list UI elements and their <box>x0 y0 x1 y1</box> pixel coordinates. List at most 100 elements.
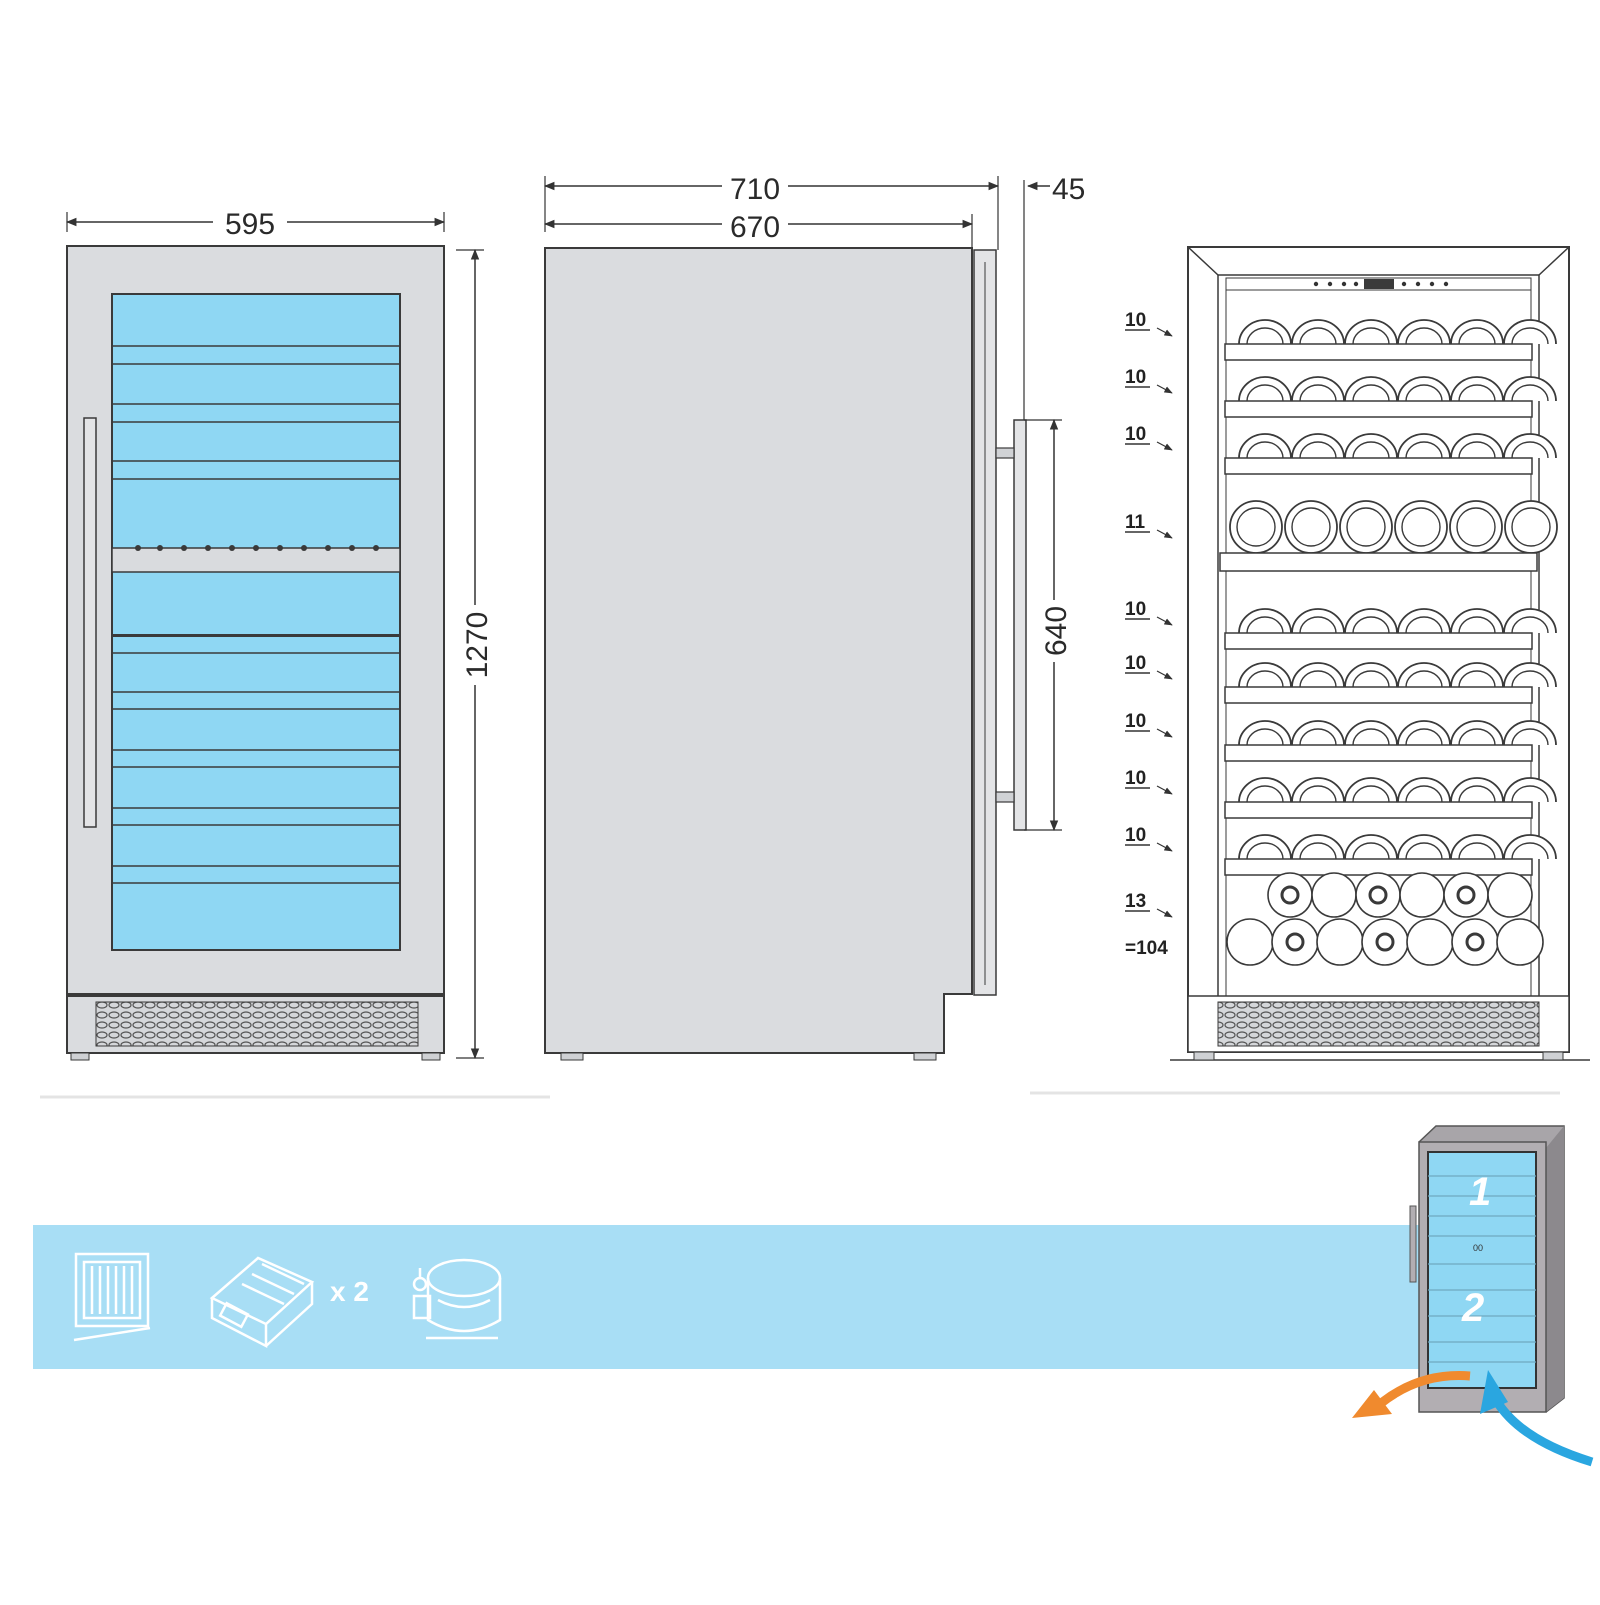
bottle-icon <box>1229 500 1283 554</box>
interior-control-panel <box>1225 277 1532 291</box>
bottle-icon <box>1450 376 1504 402</box>
bottle-icon <box>1291 662 1345 688</box>
bottle-icon <box>1443 872 1489 918</box>
bottle-icon <box>1238 834 1292 860</box>
bottle-icon <box>1238 433 1292 459</box>
bottle-icon <box>1344 834 1398 860</box>
bottle-icon <box>1238 720 1292 746</box>
side-door-label: 45 <box>1052 173 1085 206</box>
bottle-icon <box>1450 834 1504 860</box>
front-shelf-lines <box>112 345 400 884</box>
interior-total-label: =104 <box>1125 938 1168 959</box>
shelf-count-label: 10 <box>1125 310 1146 331</box>
shelf-rail <box>1224 457 1533 475</box>
bottle-icon <box>1339 500 1393 554</box>
bottle-icon <box>1397 608 1451 634</box>
shelf-6 <box>1224 662 1557 704</box>
front-height-label: 1270 <box>461 612 494 679</box>
shelf-count-label: 10 <box>1125 825 1146 846</box>
bottle-icon <box>1291 720 1345 746</box>
zone-glass-panel <box>1427 1151 1537 1389</box>
shelf-rail <box>1224 744 1533 762</box>
front-divider-dots <box>135 545 379 551</box>
interior-zone-divider <box>1219 552 1538 572</box>
shelf-count-label: 11 <box>1125 512 1146 533</box>
side-depth-body-dimension: 670 <box>543 211 974 250</box>
bottle-icon <box>1399 872 1445 918</box>
bottle-icon <box>1397 376 1451 402</box>
front-width-dimension: 595 <box>65 208 446 241</box>
front-view: 595 <box>65 208 494 1061</box>
bottle-icon <box>1503 720 1557 746</box>
bottle-icon <box>1503 777 1557 803</box>
electronic-thermostat-icon <box>209 1256 315 1349</box>
side-depth-body-label: 670 <box>730 211 780 244</box>
front-foot-right <box>421 1052 441 1061</box>
bottle-icon <box>1238 376 1292 402</box>
bottle-icon <box>1397 433 1451 459</box>
shelf-10 <box>1226 872 1544 966</box>
zone-1-label: 1 <box>1469 1170 1491 1214</box>
bottle-icon <box>1238 662 1292 688</box>
side-foot-right <box>913 1052 937 1061</box>
bottle-icon <box>1397 777 1451 803</box>
bottle-icon <box>1496 918 1544 966</box>
shelf-rail <box>1224 343 1533 361</box>
shelf-count-label: 10 <box>1125 653 1146 674</box>
shelf-count-label: 10 <box>1125 424 1146 445</box>
bottle-icon <box>1344 662 1398 688</box>
side-door-dimension: 45 <box>1023 173 1085 420</box>
bottle-icon <box>1406 918 1454 966</box>
bottle-icon <box>1271 918 1319 966</box>
bottle-icon <box>1450 720 1504 746</box>
bottle-icon <box>1291 376 1345 402</box>
interior-shelves <box>1224 319 1558 966</box>
bottle-icon <box>1355 872 1401 918</box>
side-depth-total-dimension: 710 <box>543 173 1000 250</box>
bottle-icon <box>1450 608 1504 634</box>
bottle-icon <box>1238 608 1292 634</box>
front-zone-divider <box>111 547 401 573</box>
bottle-icon <box>1361 918 1409 966</box>
bottle-icon <box>1503 376 1557 402</box>
bottle-icon <box>1503 662 1557 688</box>
bottle-icon <box>1291 608 1345 634</box>
bottle-icon <box>1316 918 1364 966</box>
zone-2-label: 2 <box>1461 1286 1484 1330</box>
bottle-icon <box>1451 918 1499 966</box>
shelf-7 <box>1224 720 1557 762</box>
bottle-icon <box>1397 834 1451 860</box>
bottle-icon <box>1291 834 1345 860</box>
bottle-icon <box>1291 319 1345 345</box>
side-door-handle <box>995 419 1027 831</box>
shelf-count-label: 13 <box>1125 891 1146 912</box>
front-door-handle <box>83 417 97 828</box>
front-ventilation-grille <box>95 1001 419 1047</box>
shelf-count-label: 10 <box>1125 711 1146 732</box>
zone-divider-label: 00 <box>1473 1243 1483 1253</box>
bottle-icon <box>1487 872 1533 918</box>
bottle-icon <box>1226 918 1274 966</box>
shelf-4 <box>1229 500 1558 554</box>
airflow-in-arrow-icon <box>1480 1370 1594 1467</box>
side-handle-dimension: 640 <box>1024 418 1073 832</box>
bottle-icon <box>1397 662 1451 688</box>
bottle-icon <box>1284 500 1338 554</box>
bottle-icon <box>1238 777 1292 803</box>
bottle-icon <box>1450 662 1504 688</box>
bottle-icon <box>1311 872 1357 918</box>
ventilation-grille-icon <box>73 1252 151 1342</box>
bottle-icon <box>1344 608 1398 634</box>
bottle-icon <box>1344 720 1398 746</box>
display-screen-icon <box>1364 279 1394 289</box>
bottle-icon <box>1344 777 1398 803</box>
feature-band-background <box>33 1225 1433 1369</box>
shelf-rail <box>1224 801 1533 819</box>
front-glass-panel <box>111 293 401 951</box>
bottle-icon <box>1267 872 1313 918</box>
front-width-label: 595 <box>225 208 275 241</box>
shelf-rail <box>1224 400 1533 418</box>
bottle-icon <box>1504 500 1558 554</box>
bottle-icon <box>1291 433 1345 459</box>
